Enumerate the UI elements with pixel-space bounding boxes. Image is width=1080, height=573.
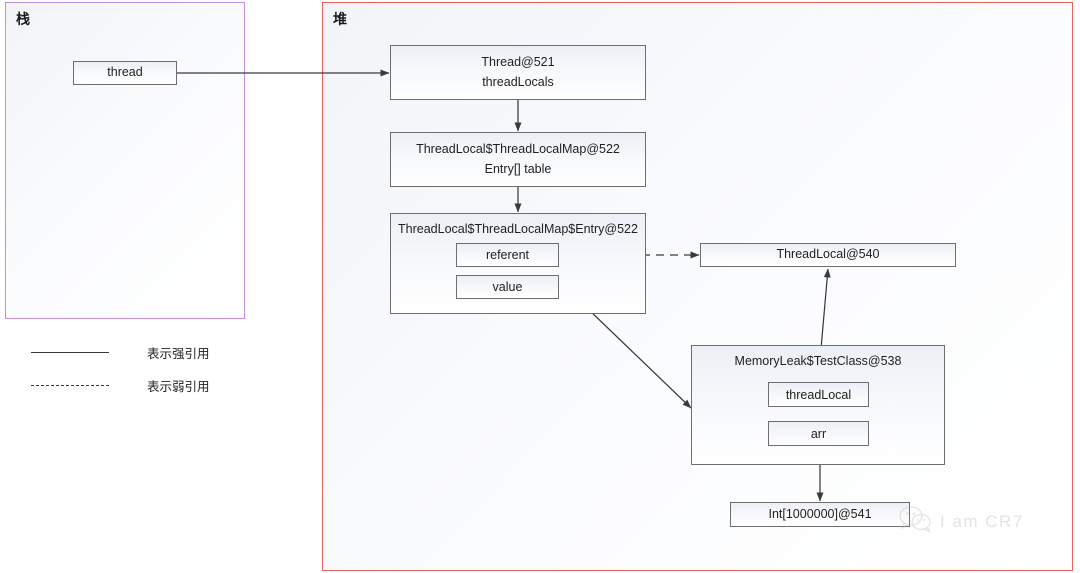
wechat-icon: [899, 505, 933, 538]
legend-solid-line-icon: [31, 352, 109, 353]
legend-dashed-line-icon: [31, 385, 109, 386]
field-value-label: value: [492, 280, 523, 294]
field-referent[interactable]: referent: [456, 243, 559, 267]
legend-weak-reference-label: 表示弱引用: [147, 379, 210, 394]
node-threadlocalmap522-line2: Entry[] table: [484, 161, 552, 176]
field-value[interactable]: value: [456, 275, 559, 299]
stack-panel-title: 栈: [16, 12, 30, 28]
field-threadlocal[interactable]: threadLocal: [768, 382, 869, 407]
node-thread521-line1: Thread@521: [481, 55, 555, 70]
node-thread521-line2: threadLocals: [482, 74, 554, 89]
node-testclass538-title: MemoryLeak$TestClass@538: [734, 354, 902, 368]
stack-panel: 栈: [5, 2, 245, 319]
watermark-text: I am CR7: [940, 511, 1024, 531]
node-entry522-title: ThreadLocal$ThreadLocalMap$Entry@522: [398, 222, 638, 236]
legend-item-strong-reference: 表示强引用: [31, 343, 210, 362]
field-arr[interactable]: arr: [768, 421, 869, 446]
node-thread521[interactable]: Thread@521 threadLocals: [390, 45, 646, 100]
node-threadlocalmap522[interactable]: ThreadLocal$ThreadLocalMap@522 Entry[] t…: [390, 132, 646, 187]
node-threadlocalmap522-line1: ThreadLocal$ThreadLocalMap@522: [416, 142, 620, 157]
heap-panel-title: 堆: [333, 12, 347, 28]
field-referent-label: referent: [485, 248, 530, 262]
node-int541[interactable]: Int[1000000]@541: [730, 502, 910, 527]
field-arr-label: arr: [810, 426, 827, 441]
node-thread-label: thread: [107, 65, 143, 80]
legend-item-weak-reference: 表示弱引用: [31, 376, 210, 395]
field-threadlocal-label: threadLocal: [785, 387, 852, 402]
node-threadlocal540-label: ThreadLocal@540: [776, 247, 880, 262]
node-int541-label: Int[1000000]@541: [768, 506, 872, 521]
node-threadlocal540[interactable]: ThreadLocal@540: [700, 243, 956, 267]
legend-strong-reference-label: 表示强引用: [147, 346, 210, 361]
watermark: I am CR7: [899, 505, 1024, 538]
node-thread[interactable]: thread: [73, 61, 177, 85]
